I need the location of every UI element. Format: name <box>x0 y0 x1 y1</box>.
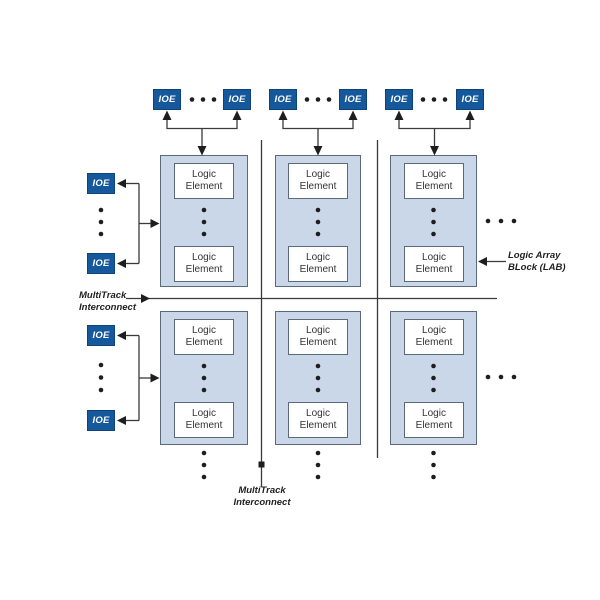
ioe-box-left: IOE <box>87 173 115 194</box>
top-ioe-connector-3 <box>394 110 475 156</box>
logic-element-label: Logic <box>306 325 330 336</box>
ioe-box-top: IOE <box>153 89 181 110</box>
ioe-box-left: IOE <box>87 325 115 346</box>
logic-element-label: Logic <box>306 169 330 180</box>
arrowhead-down-icon <box>313 146 323 156</box>
logic-array-block-label: Logic Array BLock (LAB) <box>508 250 566 273</box>
top-ioe-connector-2 <box>278 110 358 156</box>
arrowhead-left-icon <box>117 179 126 188</box>
arrowhead-left-icon <box>117 259 126 268</box>
arrowhead-left-icon <box>117 416 126 425</box>
ioe-box-top: IOE <box>339 89 367 110</box>
multitrack-interconnect-label-bottom: MultiTrack Interconnect <box>233 485 291 508</box>
arrowhead-up-icon <box>232 110 242 120</box>
top-ioe-connector-1 <box>162 110 242 156</box>
ioe-box-top: IOE <box>269 89 297 110</box>
logic-element-label: Logic <box>422 325 446 336</box>
arrowhead-right-icon <box>141 294 150 303</box>
ellipsis-dots-left <box>98 207 104 393</box>
arrowhead-down-icon <box>197 146 207 156</box>
ellipsis-dots-below-labs <box>201 450 436 480</box>
horizontal-interconnect-line <box>126 294 497 303</box>
interconnect-node-dot <box>258 461 265 468</box>
arrowhead-right-icon <box>150 219 160 228</box>
ellipsis-dots-lab-row2 <box>201 363 436 393</box>
left-ioe-connector-1 <box>117 179 160 268</box>
arrowhead-down-icon <box>430 146 439 156</box>
ioe-box-left: IOE <box>87 410 115 431</box>
logic-element-label: Logic <box>422 252 446 263</box>
logic-element-label: Logic <box>422 408 446 419</box>
ioe-box-top: IOE <box>385 89 413 110</box>
logic-element-label: Logic <box>192 408 216 419</box>
logic-element-label: Logic <box>422 169 446 180</box>
logic-element-label: Logic <box>306 408 330 419</box>
arrowhead-right-icon <box>150 373 160 383</box>
logic-element-label: Logic <box>192 325 216 336</box>
vertical-interconnect-line-1 <box>258 140 265 487</box>
left-ioe-connector-2 <box>117 331 160 425</box>
ellipsis-dots-lab-row1 <box>201 207 436 237</box>
arrowhead-up-icon <box>278 110 288 120</box>
arrowhead-up-icon <box>394 110 404 120</box>
ellipsis-dots-right <box>485 218 517 380</box>
logic-element-label: Logic <box>306 252 330 263</box>
arrowhead-up-icon <box>162 110 172 120</box>
logic-element-label: Logic <box>192 252 216 263</box>
ioe-box-top: IOE <box>223 89 251 110</box>
ellipsis-dots-top <box>189 97 448 102</box>
logic-element-label: Logic <box>192 169 216 180</box>
lab-label-leader <box>478 257 506 266</box>
ioe-box-left: IOE <box>87 253 115 274</box>
ioe-box-top: IOE <box>456 89 484 110</box>
arrowhead-up-icon <box>465 110 475 120</box>
arrowhead-left-icon <box>117 331 126 340</box>
arrowhead-left-icon <box>478 257 487 266</box>
arrowhead-up-icon <box>348 110 358 120</box>
multitrack-interconnect-label-left: MultiTrack Interconnect <box>79 290 137 313</box>
